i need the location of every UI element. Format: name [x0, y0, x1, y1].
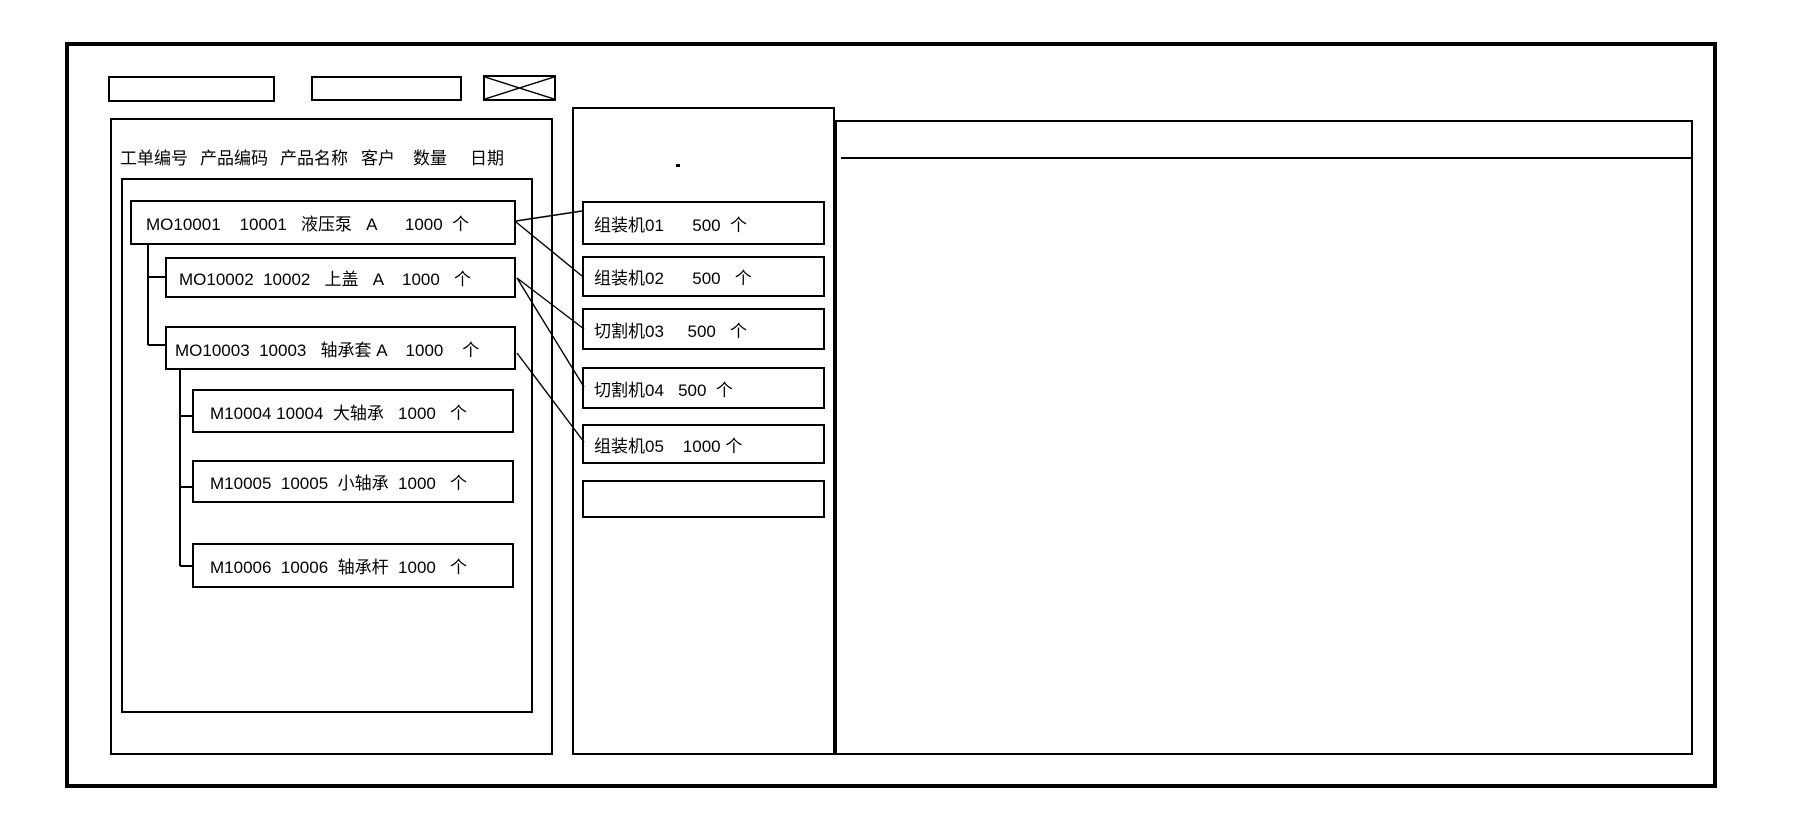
column-header-date: 日期 — [470, 149, 504, 168]
toolbar-field-right[interactable] — [311, 76, 462, 101]
machine-box-05[interactable]: 组装机05 1000 个 — [582, 424, 825, 464]
column-header-product-code: 产品编码 — [200, 149, 268, 168]
toolbar-field-left[interactable] — [108, 76, 275, 102]
machine-box-empty[interactable] — [582, 480, 825, 518]
column-header-customer: 客户 — [361, 149, 395, 168]
order-node-m10006[interactable]: M10006 10006 轴承杆 1000 个 — [192, 543, 514, 588]
machine-box-02[interactable]: 组装机02 500 个 — [582, 256, 825, 297]
order-node-mo10001[interactable]: MO10001 10001 液压泵 A 1000 个 — [130, 200, 516, 245]
order-node-m10005[interactable]: M10005 10005 小轴承 1000 个 — [192, 460, 514, 503]
column-header-order-no: 工单编号 — [120, 149, 188, 168]
order-node-mo10003[interactable]: MO10003 10003 轴承套 A 1000 个 — [165, 326, 516, 370]
order-node-mo10002[interactable]: MO10002 10002 上盖 A 1000 个 — [165, 257, 516, 298]
image-placeholder-box[interactable] — [483, 75, 556, 101]
schedule-header-divider — [841, 157, 1691, 159]
schedule-panel — [835, 120, 1693, 755]
machine-box-04[interactable]: 切割机04 500 个 — [582, 367, 825, 409]
x-crossed-icon — [485, 77, 554, 99]
machine-box-01[interactable]: 组装机01 500 个 — [582, 201, 825, 245]
column-header-qty: 数量 — [413, 149, 447, 168]
order-node-m10004[interactable]: M10004 10004 大轴承 1000 个 — [192, 389, 514, 433]
machine-box-03[interactable]: 切割机03 500 个 — [582, 308, 825, 350]
column-header-product-name: 产品名称 — [280, 149, 348, 168]
stray-dot — [676, 164, 680, 167]
